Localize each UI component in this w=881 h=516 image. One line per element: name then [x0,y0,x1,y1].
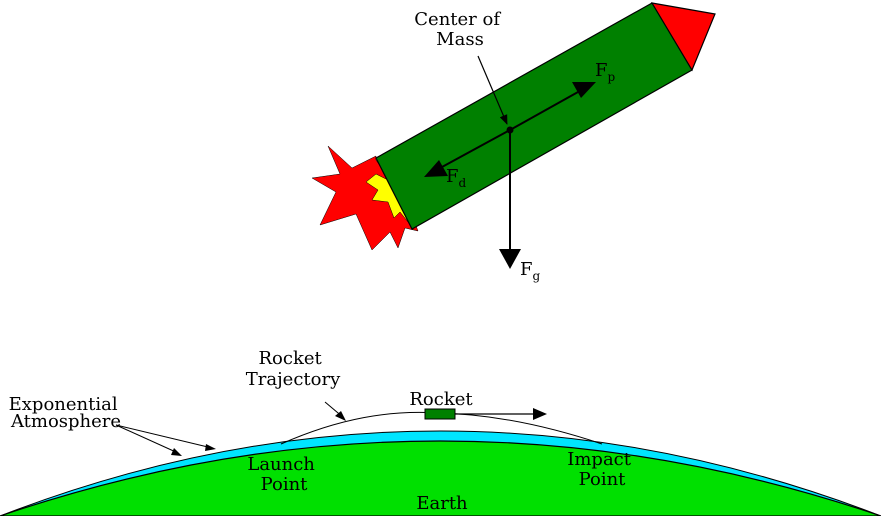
drag-force-line [441,129,511,168]
rocket-label: Rocket [409,389,473,410]
propulsion-force-label: Fp [595,60,616,84]
rocket-nose-cone [650,2,716,72]
rocket-illustration [311,2,716,251]
drag-force-arrowhead [424,160,448,177]
annotation-pointers [115,401,346,456]
gravity-force-label: Fg [520,259,541,283]
atmosphere-pointer-2 [115,424,213,449]
atmosphere-pointer-2-arrowhead [205,444,216,451]
center-of-mass-pointer [477,55,508,125]
center-of-mass-label: Center of Mass [414,9,505,50]
launch-point-label: Launch Point [247,454,320,495]
atmosphere-pointer-1-arrowhead [171,448,182,456]
force-vectors [424,82,596,269]
exponential-atmosphere-label: Exponential Atmosphere [9,394,124,432]
trajectory-pointer-arrowhead [335,411,346,421]
rocket-trajectory-label: Rocket Trajectory [246,348,341,390]
small-rocket [424,408,456,420]
propulsion-force-line [509,91,579,131]
gravity-force-arrowhead [499,249,521,269]
earth-label: Earth [416,493,468,514]
propulsion-force-arrowhead [572,82,596,98]
earth-surface [0,440,881,516]
rocket-velocity-arrowhead [533,408,547,420]
drag-force-label: Fd [446,166,467,190]
earth-scene [0,408,881,516]
atmosphere-pointer-1 [115,424,179,454]
impact-point-label: Impact Point [567,449,636,490]
